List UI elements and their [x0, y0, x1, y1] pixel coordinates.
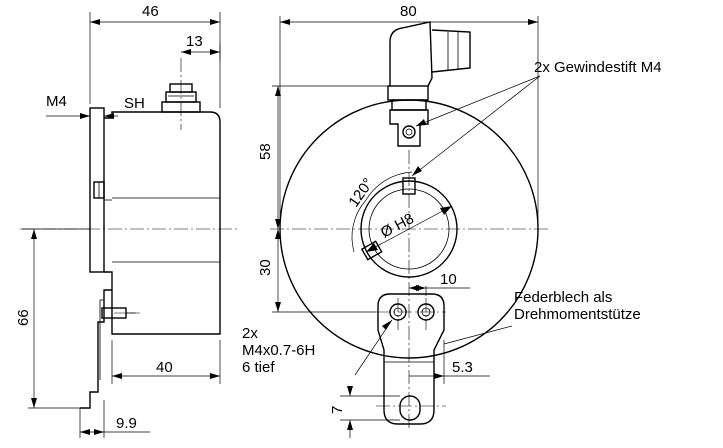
angle-arc [351, 199, 367, 253]
bore-diameter-line [365, 205, 453, 253]
dim-13 [181, 44, 221, 60]
dim-5-3 [409, 340, 490, 384]
dim-80 [279, 16, 539, 222]
dim-7 [340, 386, 400, 438]
label-holes-line3: 6 tief [242, 359, 275, 376]
dim-9-9 [79, 400, 150, 438]
dim-9-9-text: 9.9 [116, 415, 137, 432]
dim-m4-leader [46, 113, 118, 119]
dim-30-text: 30 [257, 259, 274, 276]
dim-46 [89, 12, 221, 108]
dim-40-text: 40 [156, 359, 173, 376]
label-holes-line2: M4x0.7-6H [242, 342, 315, 359]
dim-40 [111, 340, 221, 384]
label-spring-line2: Drehmomentstütze [514, 306, 641, 323]
leader-spring-plate [443, 325, 513, 345]
dim-66-text: 66 [15, 309, 32, 326]
leader-set-screws [411, 75, 541, 177]
side-flange [89, 107, 105, 273]
label-spring-line1: Federblech als [514, 289, 612, 306]
side-spring-plate [80, 289, 112, 409]
dim-10 [409, 285, 470, 296]
dim-30 [272, 229, 376, 313]
angle-120-text: 120° [345, 175, 377, 210]
label-holes-line1: 2x [242, 325, 258, 342]
label-sh: SH [124, 95, 145, 112]
front-view [270, 21, 550, 428]
dim-7-text: 7 [329, 406, 346, 414]
dim-10-text: 10 [440, 271, 457, 288]
front-connector [387, 21, 471, 111]
dim-5-3-text: 5.3 [452, 359, 473, 376]
dim-58-text: 58 [257, 143, 274, 160]
bore-diameter-text: Ø H8 [378, 210, 417, 241]
front-torque-support [377, 293, 445, 425]
leader-holes [354, 319, 393, 376]
dim-13-text: 13 [186, 33, 203, 50]
label-set-screws: 2x Gewindestift M4 [534, 59, 662, 76]
slot [399, 395, 421, 421]
front-clamp [389, 109, 429, 147]
label-m4: M4 [46, 93, 67, 110]
side-view [20, 58, 240, 409]
dim-80-text: 80 [400, 3, 417, 20]
dim-66 [22, 228, 90, 409]
side-body [104, 111, 221, 335]
dim-58 [272, 85, 388, 229]
dim-46-text: 46 [142, 3, 159, 20]
